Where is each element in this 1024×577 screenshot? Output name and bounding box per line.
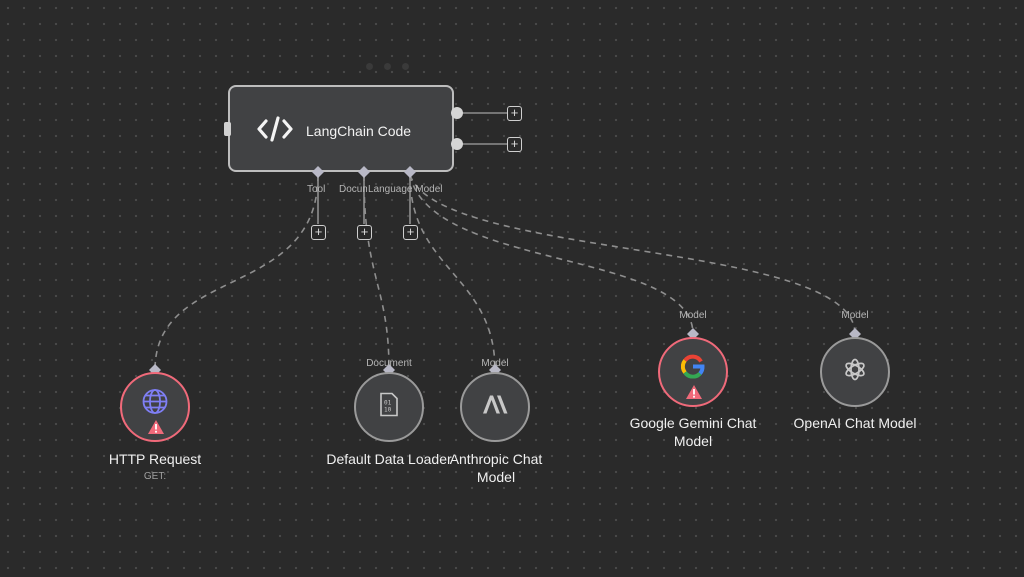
add-output-button-2[interactable]: + — [507, 137, 522, 152]
svg-text:10: 10 — [384, 407, 392, 414]
main-output-handle-1[interactable] — [451, 107, 463, 119]
langchain-code-node[interactable]: LangChain Code — [228, 85, 454, 172]
port-label-language-model: Language Model — [368, 184, 443, 195]
http-request-label: HTTP Request — [108, 451, 202, 467]
openai-port-label: Model — [841, 310, 869, 321]
add-tool-button[interactable]: + — [311, 225, 326, 240]
tool-port-diamond — [312, 166, 324, 178]
language-model-port-diamond — [404, 166, 416, 178]
document-port-diamond — [358, 166, 370, 178]
anthropic-chat-model-label: Anthropic Chat Model — [449, 451, 543, 485]
main-output-handle-2[interactable] — [451, 138, 463, 150]
default-data-loader-node[interactable]: 01 10 — [354, 372, 424, 442]
add-output-button-1[interactable]: + — [507, 106, 522, 121]
openai-chat-model-node[interactable] — [820, 337, 890, 407]
globe-icon — [141, 388, 169, 421]
svg-text:01: 01 — [384, 400, 392, 407]
main-input-handle[interactable] — [224, 122, 231, 136]
canvas-toolbar-dots — [366, 57, 420, 75]
binary-file-icon: 01 10 — [379, 392, 399, 422]
openai-chat-model-label: OpenAI Chat Model — [793, 415, 917, 431]
warning-icon — [686, 385, 702, 404]
openai-logo-icon — [841, 356, 869, 389]
google-gemini-chat-model-label: Google Gemini Chat Model — [629, 415, 757, 449]
default-data-loader-label: Default Data Loader — [326, 451, 452, 467]
add-document-button[interactable]: + — [357, 225, 372, 240]
google-logo-icon — [680, 354, 705, 384]
anthropic-logo-icon — [482, 395, 508, 420]
node-title: LangChain Code — [306, 123, 412, 139]
http-request-node[interactable] — [120, 372, 190, 442]
code-icon — [256, 115, 294, 148]
port-label-document: Document — [339, 184, 367, 195]
loader-port-label: Document — [366, 358, 412, 369]
anthropic-port-label: Model — [481, 358, 509, 369]
gemini-port-label: Model — [679, 310, 707, 321]
port-label-tool: Tool — [307, 184, 326, 195]
http-request-method: GET: — [143, 471, 167, 482]
add-language-model-button[interactable]: + — [403, 225, 418, 240]
anthropic-chat-model-node[interactable] — [460, 372, 530, 442]
warning-icon — [148, 420, 164, 439]
google-gemini-chat-model-node[interactable] — [658, 337, 728, 407]
